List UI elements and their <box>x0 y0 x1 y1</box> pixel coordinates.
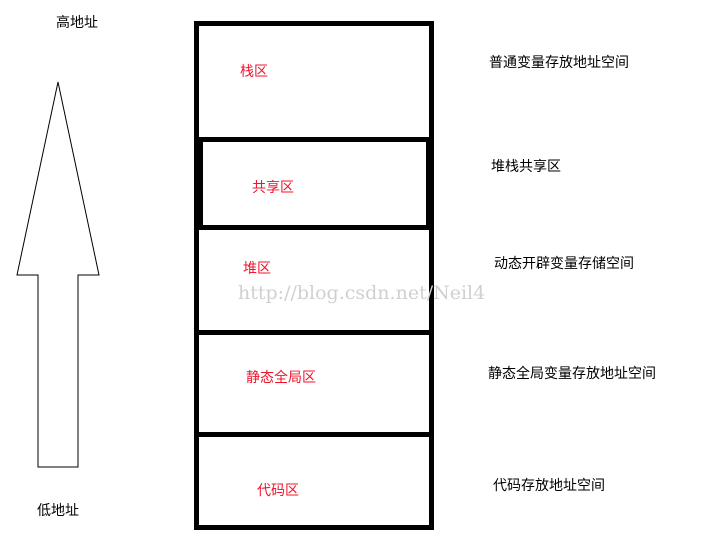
divider <box>194 137 434 142</box>
watermark: http://blog.csdn.net/Neil4 <box>238 282 486 304</box>
region-desc-static: 静态全局变量存放地址空间 <box>488 366 656 382</box>
region-desc-stack: 普通变量存放地址空间 <box>489 55 629 71</box>
memory-layout-box <box>194 21 434 530</box>
region-label-code: 代码区 <box>257 483 299 499</box>
divider <box>194 330 434 335</box>
shared-region-right-border <box>426 137 431 229</box>
region-label-stack: 栈区 <box>240 64 268 80</box>
low-address-label: 低地址 <box>37 503 79 519</box>
region-label-heap: 堆区 <box>243 261 271 277</box>
region-desc-code: 代码存放地址空间 <box>493 478 605 494</box>
region-label-static: 静态全局区 <box>246 370 316 386</box>
region-desc-heap: 动态开辟变量存储空间 <box>494 256 634 272</box>
divider <box>194 432 434 437</box>
region-label-shared: 共享区 <box>252 180 294 196</box>
region-desc-shared: 堆栈共享区 <box>491 159 561 175</box>
divider <box>194 225 434 230</box>
up-arrow-icon <box>16 81 100 468</box>
shared-region-left-border <box>198 137 203 229</box>
high-address-label: 高地址 <box>56 15 98 31</box>
